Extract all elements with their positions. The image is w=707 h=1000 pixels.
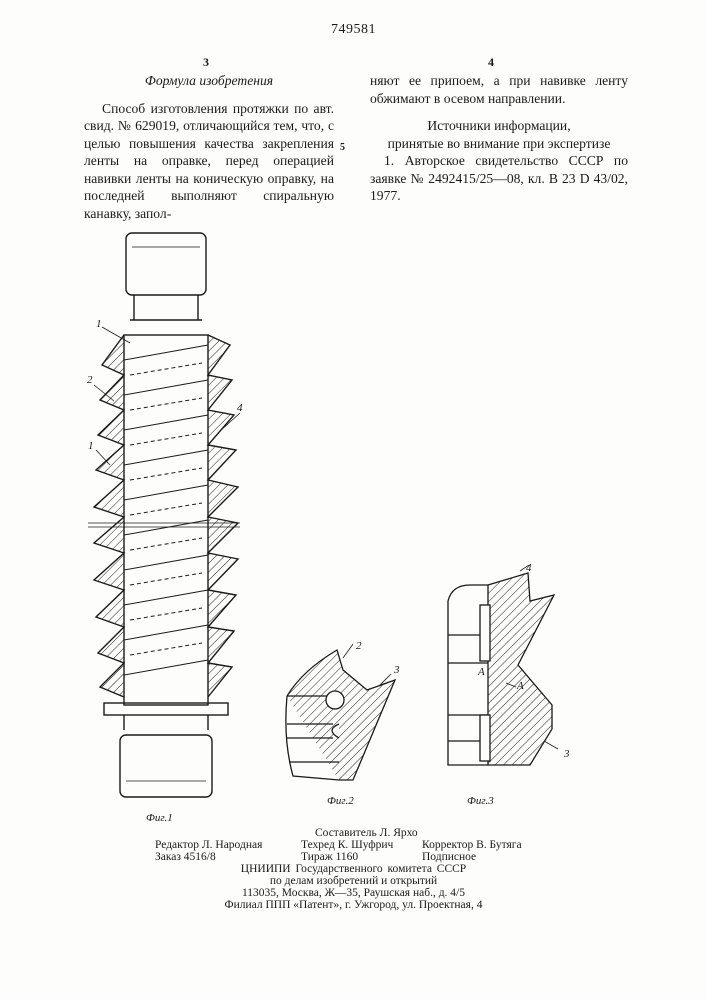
- fig1-ref-1b: 1: [88, 440, 94, 452]
- figure-1-caption: Фиг.1: [146, 812, 173, 824]
- fig2-ref-3: 3: [394, 664, 400, 676]
- figure-2-caption: Фиг.2: [327, 795, 354, 807]
- sources-heading: Источники информации,: [370, 117, 628, 135]
- fig3-ref-a-left: A: [478, 666, 485, 678]
- claims-paragraph: Способ изготовления протяжки по авт. сви…: [84, 100, 334, 223]
- left-column-number: 3: [203, 55, 209, 70]
- fig1-ref-1: 1: [96, 318, 102, 330]
- figure-1-drawing: [80, 225, 255, 825]
- fig3-ref-4: 4: [526, 562, 532, 574]
- helix-lines: [124, 345, 208, 675]
- fig2-ref-2: 2: [356, 640, 362, 652]
- right-column: няют ее припоем, а при навивке ленту обж…: [370, 72, 628, 205]
- fig3-ref-a-right: A: [517, 680, 524, 692]
- claims-continuation: няют ее припоем, а при навивке ленту обж…: [370, 72, 628, 107]
- sources-subheading: принятые во внимание при экспертизе: [370, 135, 628, 153]
- figure-2-drawing: [283, 640, 413, 790]
- document-number: 749581: [0, 22, 707, 38]
- figure-3-caption: Фиг.3: [467, 795, 494, 807]
- fig1-ref-4: 4: [237, 402, 243, 414]
- fig3-ref-3: 3: [564, 748, 570, 760]
- figure-3-drawing: [440, 565, 580, 785]
- branch-line: Филиал ППП «Патент», г. Ужгород, ул. Про…: [0, 898, 707, 912]
- fig1-ref-2: 2: [87, 374, 93, 386]
- right-column-number: 4: [488, 55, 494, 70]
- claims-column: Формула изобретения Способ изготовления …: [84, 72, 334, 222]
- claims-heading: Формула изобретения: [84, 72, 334, 90]
- source-item: 1. Авторское свидетельство СССР по заявк…: [370, 152, 628, 205]
- imprint-footer: Составитель Л. Ярхо Редактор Л. Народная…: [0, 826, 707, 906]
- line-number-marker: 5: [340, 142, 345, 153]
